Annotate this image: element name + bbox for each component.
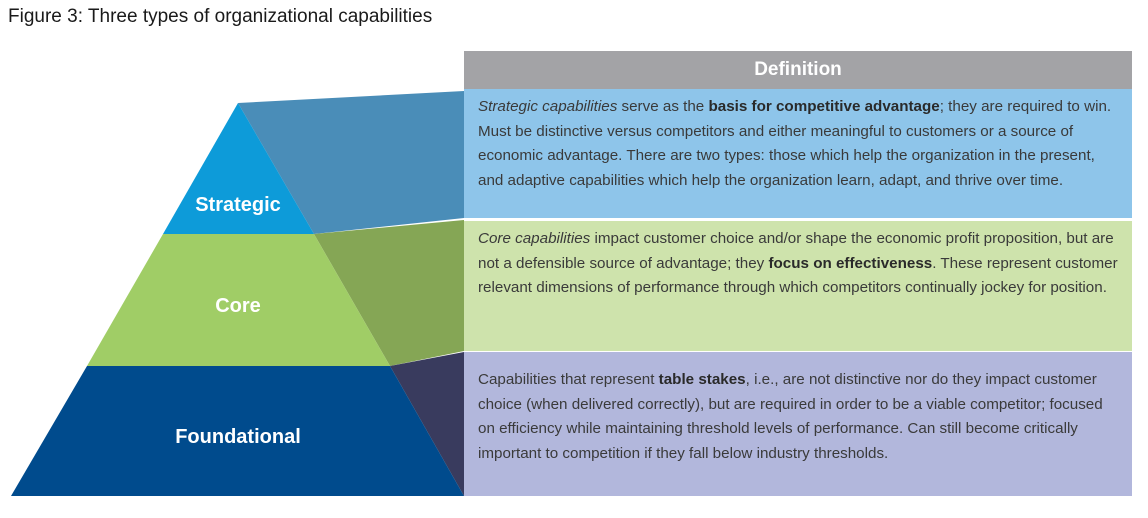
strategic-definition-emphasis: basis for competitive advantage	[708, 98, 940, 115]
foundational-definition-text-1: Capabilities that represent	[478, 371, 659, 388]
core-label: Core	[215, 295, 261, 317]
foundational-label: Foundational	[175, 426, 301, 448]
core-definition: Core capabilities impact customer choice…	[464, 221, 1132, 351]
strategic-connector	[238, 91, 464, 234]
foundational-connector	[390, 352, 464, 496]
foundational-definition-emphasis: table stakes	[658, 371, 746, 388]
core-connector	[314, 220, 464, 366]
core-definition-text-1: impact customer choice and/or shape the …	[478, 230, 1114, 272]
strategic-definition-lead: Strategic capabilities	[478, 98, 618, 115]
strategic-label: Strategic	[195, 194, 281, 216]
core-tier	[87, 234, 390, 366]
core-definition-emphasis: focus on effectiveness	[768, 254, 933, 272]
foundational-definition-text-2: , i.e., are not distinctive nor do they …	[478, 371, 1103, 462]
strategic-definition: Strategic capabilities serve as the basi…	[464, 89, 1132, 218]
definition-header: Definition	[464, 51, 1132, 89]
strategic-tier	[163, 103, 314, 234]
foundational-definition: Capabilities that represent table stakes…	[464, 352, 1132, 496]
core-definition-text-2: . These represent customer relevant dime…	[478, 254, 1118, 297]
core-definition-lead: Core capabilities	[478, 230, 591, 247]
strategic-definition-text-2: ; they are required to win. Must be dist…	[478, 98, 1112, 189]
figure-title: Figure 3: Three types of organizational …	[8, 6, 433, 27]
foundational-tier	[11, 366, 464, 496]
strategic-definition-text-1: serve as the	[617, 98, 709, 115]
